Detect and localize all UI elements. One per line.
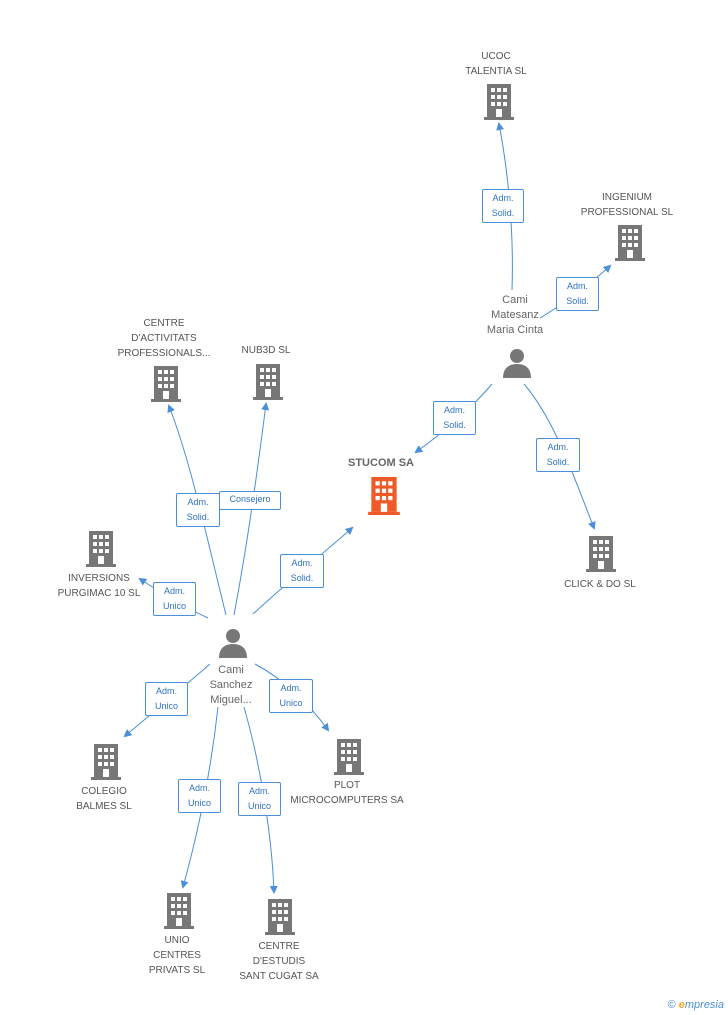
colegio-building-icon xyxy=(91,744,121,780)
node-label-inversions[interactable]: INVERSIONS PURGIMAC 10 SL xyxy=(57,573,141,599)
node-label-centre-estudis[interactable]: CENTRE D'ESTUDIS SANT CUGAT SA xyxy=(239,941,319,982)
clickdo-building-icon xyxy=(586,536,616,572)
stucom-building-icon xyxy=(368,477,400,515)
copyright-symbol: © xyxy=(667,999,676,1011)
node-label-cami-sanchez[interactable]: Cami Sanchez Miguel... xyxy=(209,664,253,706)
nub3d-building-icon xyxy=(253,364,283,400)
node-label-centre-activitats[interactable]: CENTRE D'ACTIVITATS PROFESSIONALS... xyxy=(117,318,211,359)
edge-label-matesanz-ingenium[interactable]: Adm. Solid. xyxy=(556,277,599,311)
centre-building-icon xyxy=(151,366,181,402)
edge-label-sanchez-stucom[interactable]: Adm. Solid. xyxy=(280,554,324,588)
node-label-stucom[interactable]: STUCOM SA xyxy=(348,457,414,469)
edge-label-sanchez-centreestudis[interactable]: Adm. Unico xyxy=(238,782,281,816)
matesanz-person-icon xyxy=(503,349,531,378)
edge-label-matesanz-clickdo[interactable]: Adm. Solid. xyxy=(536,438,580,472)
node-label-cami-matesanz[interactable]: Cami Matesanz Maria Cinta xyxy=(486,294,544,336)
node-label-ingenium[interactable]: INGENIUM PROFESSIONAL SL xyxy=(580,192,674,218)
brand-initial: e xyxy=(678,999,685,1011)
node-label-unio[interactable]: UNIO CENTRES PRIVATS SL xyxy=(148,935,206,976)
ucoc-building-icon xyxy=(484,84,514,120)
edge-label-sanchez-centre[interactable]: Adm. Solid. xyxy=(176,493,220,527)
edge-label-sanchez-unio[interactable]: Adm. Unico xyxy=(178,779,221,813)
node-label-ucoc[interactable]: UCOC TALENTIA SL xyxy=(465,51,527,77)
plot-building-icon xyxy=(334,739,364,775)
node-label-nub3d[interactable]: NUB3D SL xyxy=(241,345,291,356)
unio-building-icon xyxy=(164,893,194,929)
edge-label-matesanz-ucoc[interactable]: Adm. Solid. xyxy=(482,189,524,223)
edge-label-sanchez-colegio[interactable]: Adm. Unico xyxy=(145,682,188,716)
node-label-colegio[interactable]: COLEGIO BALMES SL xyxy=(76,786,132,812)
edge-label-matesanz-stucom[interactable]: Adm. Solid. xyxy=(433,401,476,435)
inversions-building-icon xyxy=(86,531,116,567)
edge-label-sanchez-nub3d[interactable]: Consejero xyxy=(219,491,281,510)
edge-label-sanchez-plot[interactable]: Adm. Unico xyxy=(269,679,313,713)
centreestudis-building-icon xyxy=(265,899,295,935)
node-label-click-do[interactable]: CLICK & DO SL xyxy=(564,579,636,590)
node-label-plot[interactable]: PLOT MICROCOMPUTERS SA xyxy=(290,780,404,806)
empresia-watermark[interactable]: ©empresia xyxy=(668,999,724,1011)
edge-label-sanchez-inversions[interactable]: Adm. Unico xyxy=(153,582,196,616)
ingenium-building-icon xyxy=(615,225,645,261)
brand-name: mpresia xyxy=(684,999,724,1011)
sanchez-person-icon xyxy=(219,629,247,658)
